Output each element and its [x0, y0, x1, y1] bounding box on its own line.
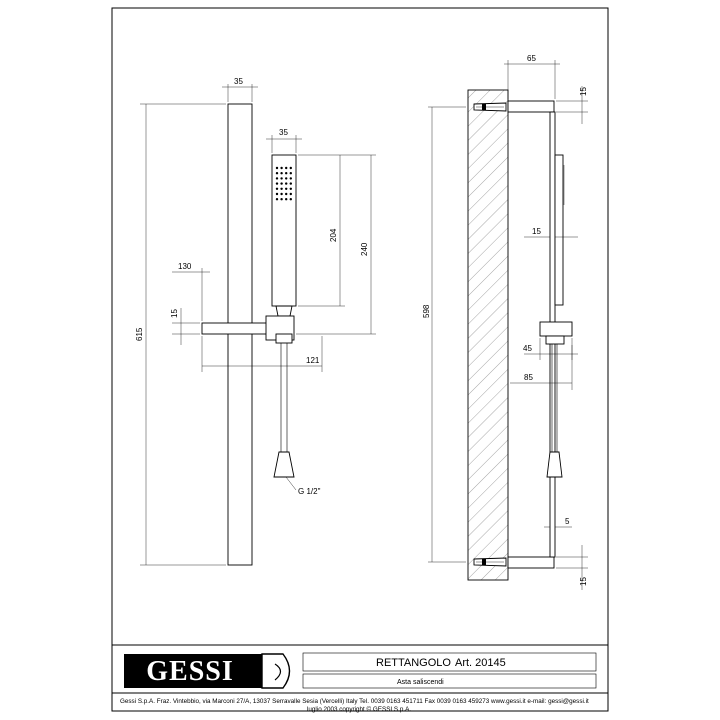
bottom-anchor	[473, 557, 507, 567]
dim-bracket-depth-label: 65	[527, 54, 536, 63]
nozzle-dot	[275, 177, 279, 180]
dim-support-height: 15	[170, 308, 200, 345]
dim-hose-offset-label: 15	[532, 227, 541, 236]
nozzle-dot	[280, 187, 283, 190]
dim-bracket-depth: 65	[504, 54, 560, 99]
nozzle-dot	[280, 166, 283, 170]
nozzle-dot	[289, 198, 292, 201]
dim-handshower-head: 204	[298, 154, 345, 307]
slide-bar	[227, 103, 253, 566]
nozzle-dot	[280, 182, 283, 185]
dim-support-depth-label: 121	[306, 356, 320, 365]
product-description: Asta saliscendi	[397, 679, 444, 686]
nozzle-dot	[285, 182, 288, 185]
nozzle-dot	[289, 166, 292, 170]
dim-bar-length: 615	[135, 103, 226, 566]
product-name: RETTANGOLO	[376, 657, 451, 669]
nozzle-dot	[289, 172, 292, 175]
side-view: 65 15 598 15 45	[422, 54, 588, 590]
nozzle-dot	[275, 166, 279, 170]
side-slider-lower	[545, 335, 565, 345]
nozzle-dot	[285, 192, 288, 196]
nozzle-dot	[280, 192, 283, 196]
dim-bracket-top: 15	[556, 86, 588, 124]
nozzle-grid	[275, 166, 292, 201]
bottom-bracket	[507, 556, 555, 569]
nozzle-dot	[289, 192, 292, 196]
side-slider	[539, 321, 573, 337]
nozzle-dot	[285, 198, 288, 201]
dim-slider-total: 85	[510, 345, 573, 390]
dim-support-height-label: 15	[170, 309, 179, 318]
svg-text:GESSI: GESSI	[146, 656, 234, 687]
shower-neck	[275, 305, 293, 317]
front-view: 35 35 204 240 615	[135, 77, 376, 566]
dim-handshower-head-label: 204	[329, 228, 338, 242]
nozzle-dot	[285, 187, 288, 190]
nozzle-dot	[285, 166, 288, 170]
dim-handshower-total-label: 240	[360, 242, 369, 256]
thread-leader: G 1/2"	[285, 476, 321, 496]
dim-bracket-top-label: 15	[579, 87, 588, 96]
nozzle-dot	[285, 172, 288, 175]
dim-bracket-bottom-label: 15	[579, 577, 588, 586]
dim-bracket-gap-label: 5	[565, 517, 570, 526]
dim-slider-total-label: 85	[524, 373, 533, 382]
nozzle-dot	[275, 192, 279, 196]
article-number: Art. 20145	[455, 657, 506, 669]
top-bracket	[507, 100, 555, 113]
slider-collar	[275, 333, 293, 344]
side-hose-nut	[546, 451, 563, 478]
wall-section	[467, 89, 509, 581]
nozzle-dot	[289, 187, 292, 190]
dim-bar-width: 35	[222, 77, 258, 102]
nozzle-dot	[280, 198, 283, 201]
sheet-frame	[111, 7, 609, 712]
dim-bracket-gap: 5	[544, 517, 572, 528]
title-block: GESSI RETTANGOLO Art. 20145 Asta salisce…	[112, 644, 608, 713]
nozzle-dot	[275, 172, 279, 175]
nozzle-dot	[289, 177, 292, 180]
dim-support-offset: 130	[172, 262, 210, 321]
nozzle-dot	[275, 182, 279, 185]
copyright-note: luglio 2003 copyright © GESSI S.p.A.	[307, 705, 411, 713]
hand-shower	[271, 154, 297, 307]
thread-label: G 1/2"	[298, 487, 321, 496]
dim-fixing-centers: 598	[422, 106, 466, 563]
dim-bar-length-label: 615	[135, 327, 144, 341]
company-info: Gessi S.p.A. Fraz. Vintebbio, via Marcon…	[120, 698, 589, 705]
dim-hose-offset: 15	[524, 227, 578, 238]
dim-slider-depth-label: 45	[523, 344, 532, 353]
nozzle-dot	[275, 198, 279, 201]
nozzle-dot	[289, 182, 292, 185]
dim-fixing-centers-label: 598	[422, 304, 431, 318]
dim-support-offset-label: 130	[178, 262, 192, 271]
hose-nut	[273, 451, 295, 478]
nozzle-dot	[285, 177, 288, 180]
dim-support-depth: 121	[201, 336, 323, 372]
nozzle-dot	[275, 187, 279, 190]
dim-handshower-total: 240	[296, 154, 376, 335]
top-anchor	[473, 102, 507, 112]
dim-bar-width-label: 35	[234, 77, 243, 86]
dim-handshower-width: 35	[266, 128, 302, 153]
dim-handshower-width-label: 35	[279, 128, 288, 137]
nozzle-dot	[280, 172, 283, 175]
gessi-logo: GESSI	[124, 653, 291, 689]
nozzle-dot	[280, 177, 283, 180]
side-handshower	[554, 154, 564, 306]
dim-bracket-bottom: 15	[556, 545, 588, 590]
